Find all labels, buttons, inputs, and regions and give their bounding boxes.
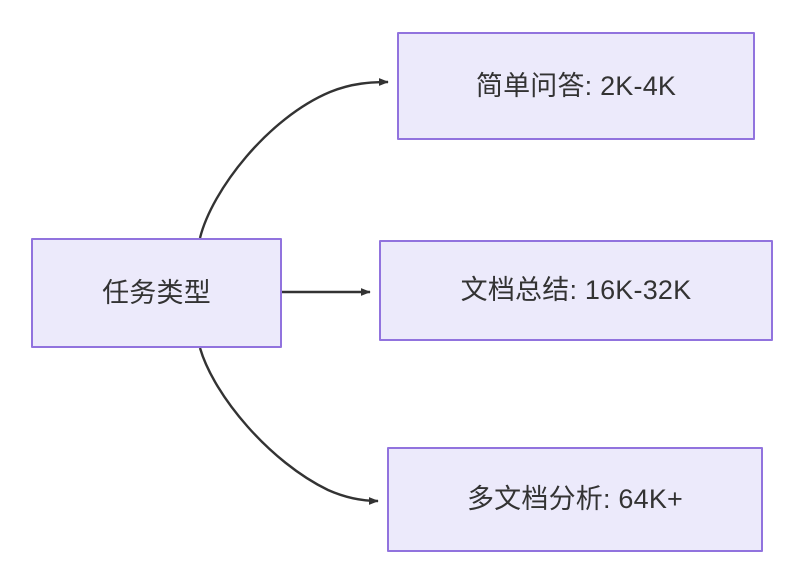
node-multi-doc-label: 多文档分析: 64K+ <box>466 484 683 515</box>
edge-source-to-simple-qa <box>198 78 389 239</box>
edge-source-to-multi-doc <box>198 347 379 505</box>
node-multi-doc[interactable]: 多文档分析: 64K+ <box>387 447 763 552</box>
node-simple-qa[interactable]: 简单问答: 2K-4K <box>397 32 755 140</box>
node-task-type[interactable]: 任务类型 <box>31 238 282 348</box>
node-simple-qa-label: 简单问答: 2K-4K <box>475 70 677 101</box>
node-doc-summary-label: 文档总结: 16K-32K <box>460 275 692 306</box>
node-task-type-label: 任务类型 <box>102 277 211 308</box>
node-doc-summary[interactable]: 文档总结: 16K-32K <box>379 240 773 341</box>
